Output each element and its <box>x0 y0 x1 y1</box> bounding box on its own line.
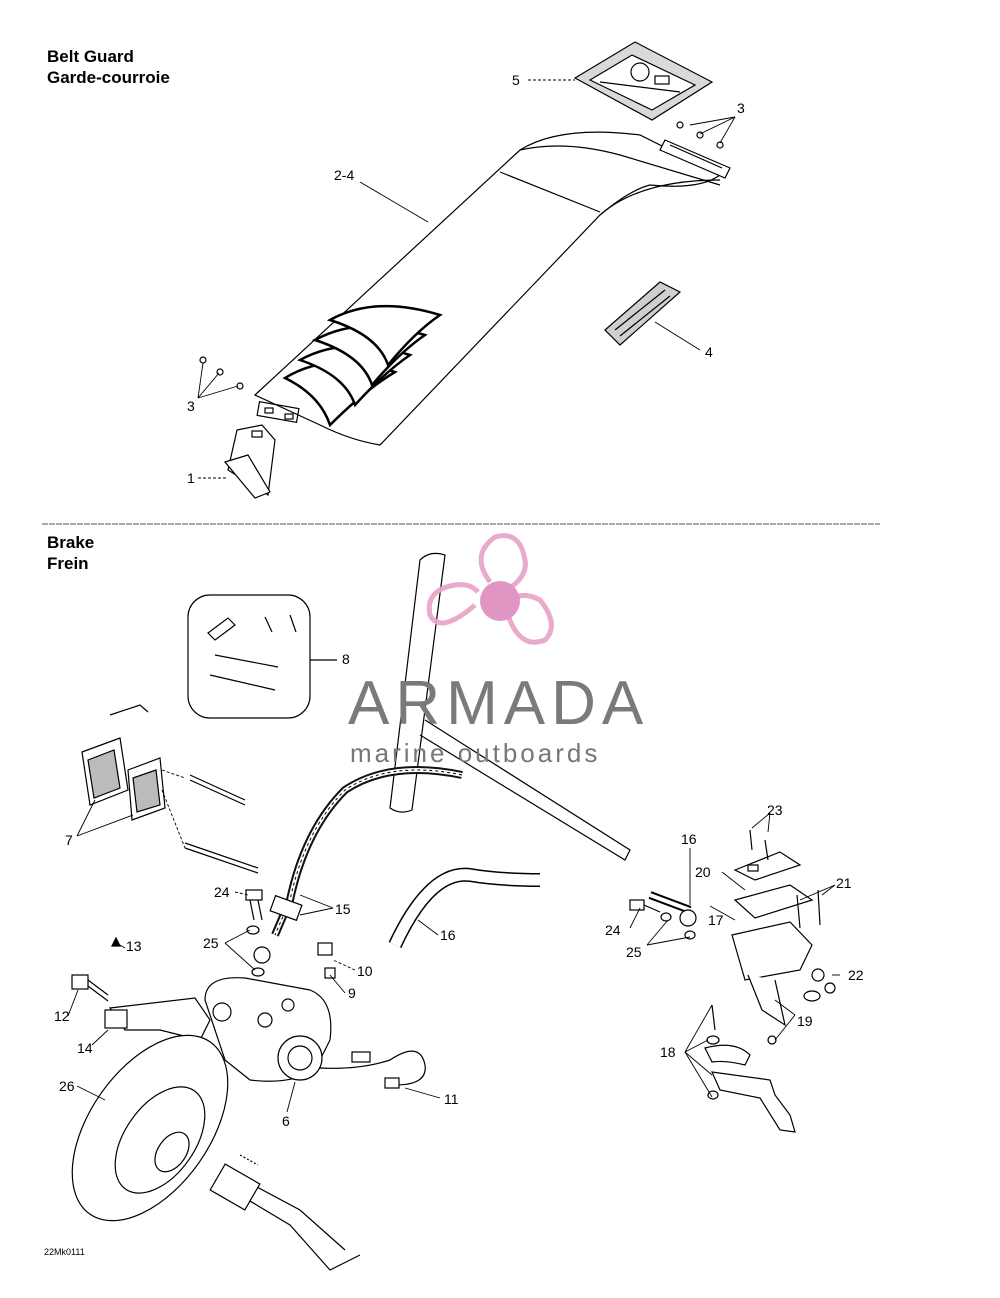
caliper-bracket-part-14 <box>104 997 211 1041</box>
guard-cover-part-2-4 <box>253 131 722 446</box>
callout-24-right: 24 <box>605 922 621 938</box>
brake-hose-part-15 <box>253 766 463 964</box>
brake-disc-part-26 <box>71 1034 229 1222</box>
bracket-strip <box>659 139 731 179</box>
brake-leaders <box>67 769 840 1113</box>
callout-20: 20 <box>695 864 711 880</box>
brake-caliper-part-6 <box>204 942 336 1082</box>
callout-3-top: 3 <box>737 100 745 116</box>
callout-6: 6 <box>282 1113 290 1129</box>
hose-fitting-right <box>629 891 697 940</box>
banjo-bolt-left <box>245 889 265 977</box>
vent-hose-part-16 <box>388 867 541 948</box>
callout-13: 13 <box>126 938 142 954</box>
callout-22: 22 <box>848 967 864 983</box>
callout-11: 11 <box>444 1091 459 1107</box>
brake-title-en: Brake <box>47 533 95 552</box>
belt-guard-drawing <box>197 41 736 499</box>
callout-2-4: 2-4 <box>334 167 355 183</box>
watermark-brand-name: ARMADA <box>348 669 650 738</box>
callout-8: 8 <box>342 651 350 667</box>
master-cylinder-part-17 <box>731 851 814 1027</box>
callout-7: 7 <box>65 832 73 848</box>
brake-lever-part-18 <box>704 1004 796 1133</box>
callout-9: 9 <box>348 985 356 1001</box>
belt-guard-title-fr: Garde-courroie <box>47 68 170 87</box>
decal-part-5 <box>573 41 714 121</box>
callout-23: 23 <box>767 802 783 818</box>
callout-18: 18 <box>660 1044 676 1060</box>
callout-12: 12 <box>54 1008 70 1024</box>
belt-guard-leaders <box>197 79 736 479</box>
callout-19: 19 <box>797 1013 813 1029</box>
callout-17: 17 <box>708 912 724 928</box>
diagram-code: 22Mk0111 <box>44 1247 85 1257</box>
decal-part-4 <box>604 281 682 346</box>
brake-pads-part-7 <box>81 704 259 874</box>
callout-10: 10 <box>357 963 373 979</box>
callout-3-left: 3 <box>187 398 195 414</box>
callout-16-left: 16 <box>440 927 456 943</box>
callout-21: 21 <box>836 875 852 891</box>
brake-drawing <box>67 552 840 1271</box>
callout-25-left: 25 <box>203 935 219 951</box>
callout-26: 26 <box>59 1078 75 1094</box>
brake-title-fr: Frein <box>47 554 89 573</box>
clip-part-1 <box>223 424 276 499</box>
belt-guard-heading: Belt Guard Garde-courroie <box>47 46 170 88</box>
callout-1: 1 <box>187 470 195 486</box>
brake-switch-cable-part-11 <box>319 1050 426 1089</box>
callout-15: 15 <box>335 901 351 917</box>
callout-5: 5 <box>512 72 520 88</box>
drive-shaft <box>209 1154 361 1271</box>
callout-25-right: 25 <box>626 944 642 960</box>
callout-14: 14 <box>77 1040 93 1056</box>
callout-24-left: 24 <box>214 884 230 900</box>
brake-heading: Brake Frein <box>47 532 94 574</box>
small-hardware-22-19 <box>767 968 836 1045</box>
watermark-tagline: marine outboards <box>350 738 601 768</box>
callout-4: 4 <box>705 344 713 360</box>
belt-guard-title-en: Belt Guard <box>47 47 134 66</box>
pin-kit-part-8 <box>187 594 337 719</box>
bolt-part-12 <box>71 974 109 1002</box>
callout-16-right: 16 <box>681 831 697 847</box>
cover-screws <box>749 829 821 929</box>
watermark-propeller-icon <box>426 533 554 645</box>
